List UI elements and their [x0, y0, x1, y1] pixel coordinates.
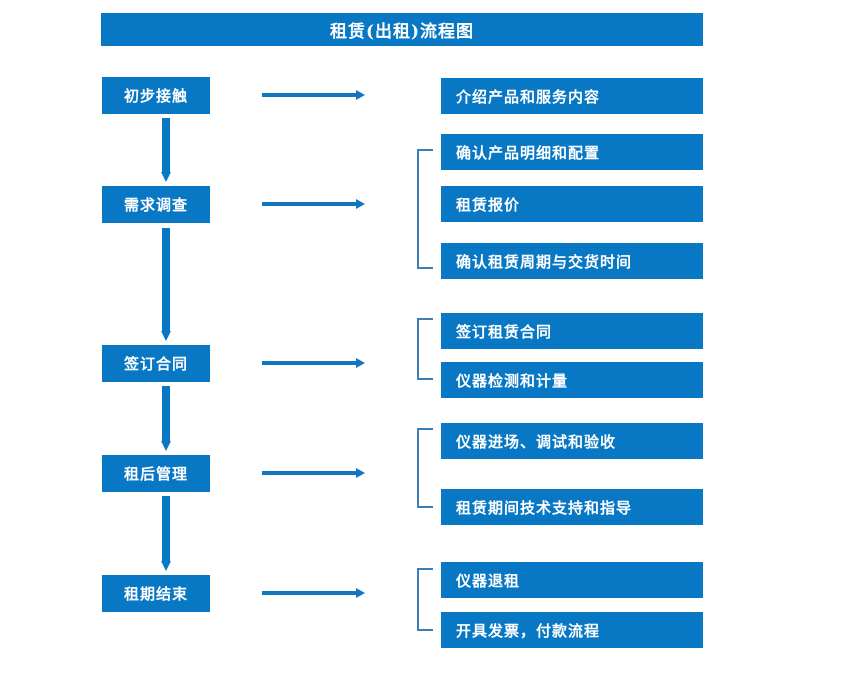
detail-box-1-1[interactable]: 介绍产品和服务内容	[441, 78, 703, 114]
group-bracket-icon-5	[417, 568, 433, 631]
detail-box-4-1[interactable]: 仪器进场、调试和验收	[441, 423, 703, 459]
detail-box-2-3[interactable]: 确认租赁周期与交货时间	[441, 243, 703, 279]
group-bracket-icon-2	[417, 149, 433, 269]
arrow-right-icon-1	[262, 89, 365, 101]
page-title: 租赁(出租)流程图	[101, 13, 703, 46]
group-bracket-icon-4	[417, 428, 433, 508]
group-bracket-icon-3	[417, 318, 433, 380]
detail-box-2-1[interactable]: 确认产品明细和配置	[441, 134, 703, 170]
stage-box-4[interactable]: 租后管理	[102, 455, 210, 492]
arrow-down-icon-1	[161, 118, 171, 182]
stage-box-1[interactable]: 初步接触	[102, 77, 210, 114]
arrow-right-icon-4	[262, 467, 365, 479]
detail-box-2-2[interactable]: 租赁报价	[441, 186, 703, 222]
arrow-right-icon-2	[262, 198, 365, 210]
detail-box-3-2[interactable]: 仪器检测和计量	[441, 362, 703, 398]
detail-box-5-2[interactable]: 开具发票，付款流程	[441, 612, 703, 648]
arrow-right-icon-5	[262, 587, 365, 599]
arrow-down-icon-2	[161, 228, 171, 341]
stage-box-2[interactable]: 需求调查	[102, 186, 210, 223]
detail-box-5-1[interactable]: 仪器退租	[441, 562, 703, 598]
arrow-down-icon-4	[161, 496, 171, 571]
detail-box-3-1[interactable]: 签订租赁合同	[441, 313, 703, 349]
arrow-down-icon-3	[161, 386, 171, 451]
stage-box-5[interactable]: 租期结束	[102, 575, 210, 612]
stage-box-3[interactable]: 签订合同	[102, 345, 210, 382]
arrow-right-icon-3	[262, 357, 365, 369]
detail-box-4-2[interactable]: 租赁期间技术支持和指导	[441, 489, 703, 525]
